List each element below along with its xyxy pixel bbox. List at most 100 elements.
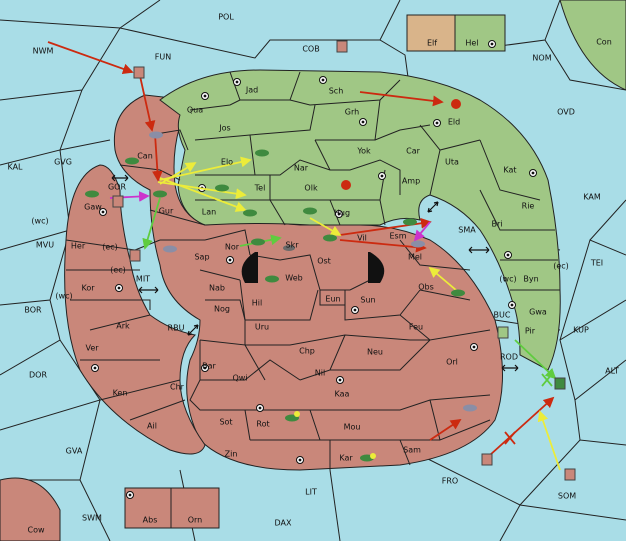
land-label-ec2: (ec)	[110, 266, 126, 275]
fleet-gray-unit[interactable]	[129, 249, 141, 262]
fleet-gray-unit[interactable]	[133, 66, 145, 79]
army-green-unit[interactable]	[251, 238, 265, 246]
land-label-qua: Qua	[187, 106, 203, 115]
fleet-gray-unit[interactable]	[336, 40, 348, 53]
army-green-unit[interactable]	[451, 289, 465, 297]
army-green-unit[interactable]	[153, 190, 167, 198]
strait-arrows	[111, 174, 519, 372]
land-label-kaa: Kaa	[335, 390, 350, 399]
land-label-can: Can	[137, 152, 153, 161]
sea-label-gva: GVA	[66, 447, 83, 456]
land-label-sot: Sot	[219, 418, 232, 427]
army-green-unit[interactable]	[255, 149, 269, 157]
land-label-byn: Byn	[523, 275, 538, 284]
land-label-ver: Ver	[85, 344, 99, 353]
fleet-gray-unit[interactable]	[497, 326, 509, 339]
fleet-gray-unit[interactable]	[554, 377, 566, 390]
land-label-gaw: Gaw	[84, 203, 102, 212]
land-label-ken: Ken	[113, 389, 128, 398]
sea-label-rbu: RBU	[168, 324, 185, 333]
land-label-abs: Abs	[143, 516, 158, 525]
sea-label-dor: DOR	[29, 371, 47, 380]
fleet-gray-unit[interactable]	[112, 195, 124, 208]
sea-label-fun: FUN	[155, 53, 171, 62]
land-label-nab: Nab	[209, 284, 225, 293]
army-green-unit[interactable]	[85, 190, 99, 198]
bounce-star-icon	[294, 411, 300, 417]
legend-elf-label: Elf	[427, 39, 437, 48]
army-green-unit[interactable]	[125, 157, 139, 165]
territory-orn[interactable]	[170, 487, 220, 529]
sea-label-cob: COB	[302, 45, 319, 54]
sea-label-tei: TEI	[590, 259, 603, 268]
labels: Elf Hel POL NWM FUN COB NOM Con OVD KAL …	[7, 13, 618, 535]
land-label-amp: Amp	[402, 177, 420, 186]
army-green-unit[interactable]	[283, 245, 295, 251]
land-label-nor: Nor	[225, 243, 240, 252]
units[interactable]	[85, 40, 576, 481]
dislodged-unit-icon	[341, 180, 351, 190]
land-label-tel: Tel	[254, 184, 266, 193]
land-label-chr: Chr	[170, 383, 185, 392]
land-label-cow: Cow	[27, 526, 44, 535]
territory-cow[interactable]	[0, 477, 61, 541]
land-label-sam: Sam	[403, 446, 421, 455]
land-label-wc3: (wc)	[499, 275, 516, 284]
army-gray-unit[interactable]	[149, 131, 163, 139]
land-label-bri: Bri	[492, 220, 503, 229]
land-label-ost: Ost	[317, 257, 331, 266]
land-label-nog: Nog	[214, 305, 230, 314]
army-green-unit[interactable]	[265, 275, 279, 283]
land-label-qwi: Qwi	[232, 374, 247, 383]
sea-label-kup: KUP	[573, 326, 589, 335]
land-label-con: Con	[596, 38, 612, 47]
fleet-gray-unit[interactable]	[481, 453, 493, 466]
army-gray-unit[interactable]	[411, 240, 425, 248]
land-label-zin: Zin	[225, 450, 238, 459]
land-label-rie: Rie	[522, 202, 535, 211]
land-label-vil: Vil	[357, 234, 367, 243]
army-green-unit[interactable]	[323, 234, 337, 242]
land-label-eun: Eun	[325, 295, 340, 304]
land-label-olk: Olk	[304, 184, 318, 193]
land-label-jad: Jad	[245, 86, 258, 95]
land-label-ec1: (ec)	[102, 243, 118, 252]
army-green-unit[interactable]	[303, 207, 317, 215]
land-label-sap: Sap	[194, 253, 209, 262]
land-label-neu: Neu	[367, 348, 383, 357]
sea-label-gor: GOR	[108, 183, 126, 192]
army-gray-unit[interactable]	[463, 404, 477, 412]
sea-label-bor: BOR	[24, 306, 42, 315]
land-label-orn: Orn	[188, 516, 203, 525]
sea-label-rod: ROD	[500, 353, 518, 362]
land-label-wc1: (wc)	[31, 217, 48, 226]
land-label-skr: Skr	[286, 241, 300, 250]
land-label-hug: Hug	[334, 209, 350, 218]
army-gray-unit[interactable]	[163, 245, 177, 253]
strait-west	[241, 252, 258, 283]
sea-label-mvu: MVU	[36, 241, 54, 250]
land-label-her: Her	[71, 242, 86, 251]
army-green-unit[interactable]	[243, 209, 257, 217]
order-arrows	[47, 41, 561, 471]
sea-label-gvg: GVG	[54, 158, 72, 167]
sea-label-mit: MIT	[136, 275, 150, 284]
fleet-gray-unit[interactable]	[564, 468, 576, 481]
land-label-gur: Gur	[159, 207, 174, 216]
land-label-car: Car	[406, 147, 420, 156]
land-label-grh: Grh	[345, 108, 359, 117]
army-green-unit[interactable]	[215, 184, 229, 192]
sea-label-som: SOM	[558, 492, 576, 501]
sea-label-sma: SMA	[458, 226, 476, 235]
sea-label-swm: SWM	[82, 514, 102, 523]
army-green-unit[interactable]	[403, 218, 417, 226]
land-label-pir: Pir	[525, 327, 536, 336]
strait-east	[368, 252, 385, 283]
land-label-web: Web	[285, 274, 302, 283]
land-label-eld: Eld	[448, 118, 460, 127]
land-label-mel: Mel	[408, 253, 422, 262]
land-label-sun: Sun	[360, 296, 375, 305]
land-label-ark: Ark	[116, 322, 130, 331]
